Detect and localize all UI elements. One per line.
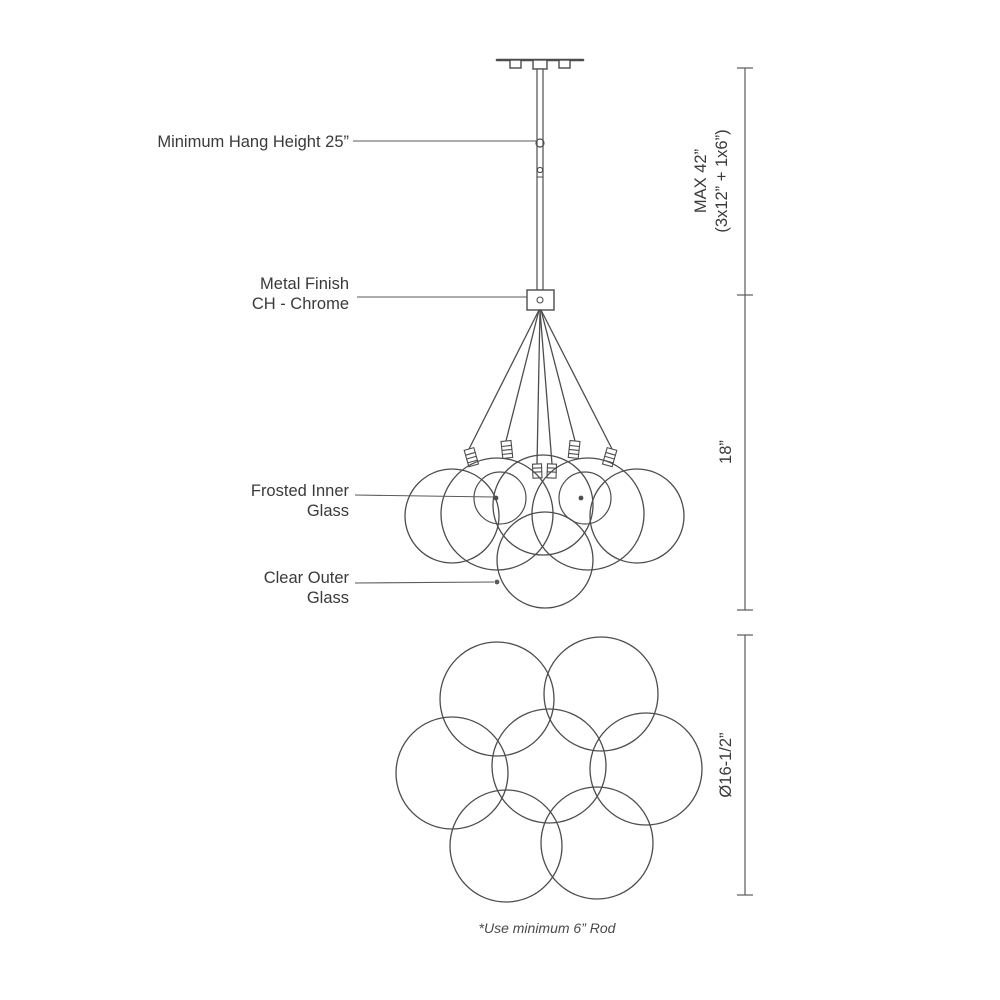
bottom-globe: [439, 641, 555, 757]
bottom-globe: [543, 636, 659, 752]
label-metal-finish-line1: Metal Finish: [260, 275, 349, 293]
bottom-globe: [540, 786, 654, 900]
cord: [540, 309, 576, 442]
dim-max-height: [737, 67, 753, 296]
dimension-lines: [737, 67, 753, 896]
connector-block: [526, 289, 555, 311]
ceiling-canopy: [495, 58, 585, 70]
block-body: [526, 289, 555, 311]
canopy-collar: [532, 59, 548, 70]
hang-rod: [535, 68, 545, 291]
dim-label-max-height-line2: (3x12” + 1x6”): [713, 129, 731, 232]
dimension-labels: MAX 42” (3x12” + 1x6”) 18” Ø16-1/2”: [692, 129, 735, 797]
cord: [505, 309, 540, 442]
outer-globe: [531, 457, 645, 571]
outer-globe: [492, 454, 594, 556]
dim-label-max-height-line1: MAX 42”: [692, 149, 710, 213]
rod-coupler-dot: [536, 166, 544, 174]
socket: [531, 463, 543, 479]
rod-body: [536, 68, 544, 291]
dim-label-cluster-height: 18”: [717, 440, 735, 464]
footnote: *Use minimum 6” Rod: [479, 920, 617, 936]
block-hole: [536, 296, 544, 304]
label-clear-line2: Glass: [307, 589, 349, 607]
bottom-globe-center: [491, 708, 607, 824]
outer-globes: [404, 454, 685, 609]
inner-globe-dot: [493, 495, 499, 501]
cords: [468, 309, 613, 465]
cord: [468, 309, 540, 450]
front-elevation: [404, 58, 685, 609]
inner-globe-dot: [578, 495, 584, 501]
canopy-bolt-left: [509, 59, 522, 69]
outer-globe: [496, 511, 594, 609]
cord: [536, 309, 541, 465]
leader-frosted-glass: [354, 494, 495, 498]
callouts: [353, 140, 536, 585]
socket: [567, 439, 581, 460]
outer-globe: [404, 468, 500, 564]
outer-globe: [440, 457, 554, 571]
dim-cluster-height: [737, 295, 753, 611]
inner-globe: [473, 471, 527, 525]
callout-labels: Minimum Hang Height 25” Metal Finish CH …: [157, 133, 349, 607]
canopy-bolt-right: [558, 59, 571, 69]
label-hang-height: Minimum Hang Height 25”: [157, 133, 349, 151]
dim-label-bottom-diameter: Ø16-1/2”: [717, 732, 735, 797]
rod-hang-hole: [535, 138, 545, 148]
label-clear-line1: Clear Outer: [264, 569, 350, 587]
cord: [539, 309, 553, 465]
dim-bottom-diameter: [737, 634, 753, 896]
leader-clear-glass: [354, 581, 495, 584]
cord: [540, 309, 613, 450]
inner-globes: [473, 471, 612, 525]
bottom-globe: [589, 712, 703, 826]
label-metal-finish-line2: CH - Chrome: [252, 295, 349, 313]
label-frosted-line2: Glass: [307, 502, 349, 520]
socket: [601, 446, 618, 468]
socket: [500, 439, 514, 460]
leader-clear-glass-dot: [494, 579, 500, 585]
bottom-view: [395, 636, 703, 903]
label-frosted-line1: Frosted Inner: [251, 482, 350, 500]
bottom-globe: [449, 789, 563, 903]
outer-globe: [589, 468, 685, 564]
inner-globe: [558, 471, 612, 525]
